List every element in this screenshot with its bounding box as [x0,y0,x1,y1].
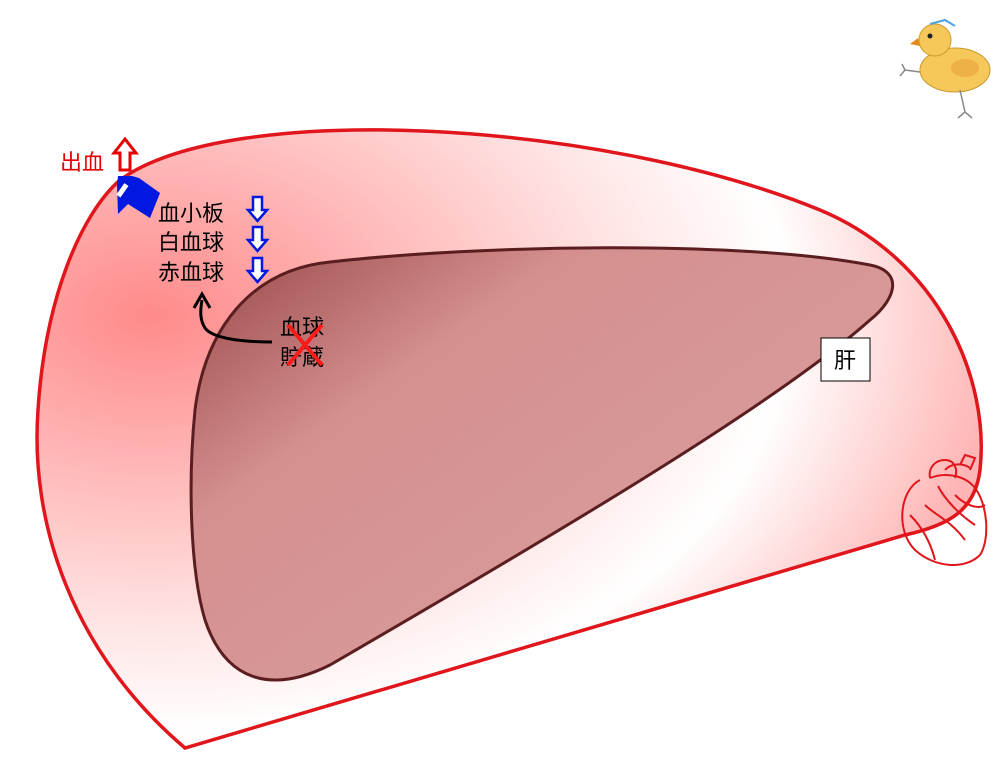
red-blood-cells-decrease-arrow-icon [245,256,270,284]
platelets-decrease-arrow-icon [245,195,270,223]
red-blood-cells-label: 赤血球 [158,261,224,286]
hollow-up-arrow-icon [110,136,140,172]
bleeding-direction-arrow-icon [116,176,160,218]
white-blood-cells-decrease-arrow-icon [245,225,270,253]
chick-icon [899,18,991,119]
release-curve-arrow [192,290,273,344]
liver-label-box: 肝 [820,337,871,382]
heart-icon [901,453,988,567]
liver-label: 肝 [834,349,856,374]
white-blood-cells-label: 白血球 [158,231,224,256]
bleeding-label: 出血 [60,151,104,176]
red-x-icon [286,323,324,367]
platelets-label: 血小板 [158,202,224,227]
liver-shape [189,246,894,682]
